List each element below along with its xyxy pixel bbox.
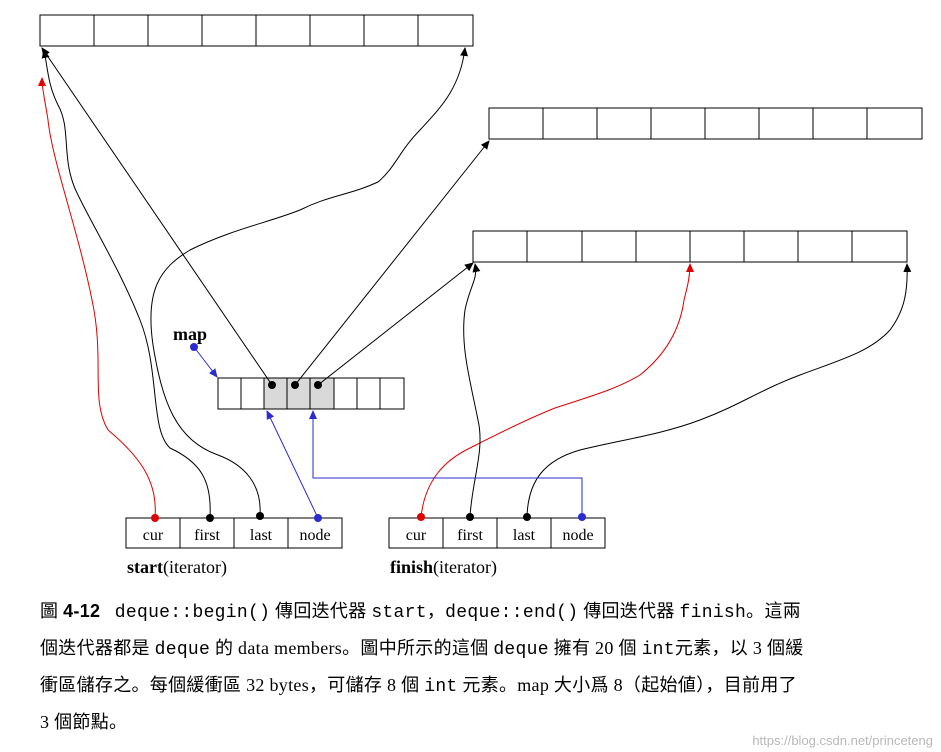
caption-deque-2: deque (493, 640, 549, 660)
caption-text-4: 的 data members。圖中所示的這個 (214, 638, 489, 658)
finish-first-label: first (457, 527, 483, 544)
start-node-dot (314, 514, 322, 522)
buffer-3 (472, 230, 908, 263)
caption-deque-1: deque (154, 640, 211, 660)
caption-text-5: 擁有 20 個 (553, 638, 637, 658)
finish-first-dot (466, 513, 474, 521)
map-array (217, 377, 405, 410)
map-label: map (173, 324, 207, 344)
deque-diagram: map cur first last node start(iterator) … (38, 14, 923, 578)
start-node-pointer (266, 410, 319, 519)
start-cur-label: cur (143, 527, 164, 544)
node-2-pointer (294, 140, 490, 386)
start-first-dot (206, 514, 214, 522)
map-node-dots (268, 381, 322, 389)
node-1-dot (268, 381, 276, 389)
map-pointer-arrow (193, 346, 218, 378)
caption-int-1: int (641, 640, 675, 660)
finish-last-label: last (513, 527, 536, 544)
finish-node-dot (578, 513, 586, 521)
caption-text-3: 。這兩個迭代器都是 (40, 601, 802, 658)
caption-text-7: 元素。map 大小爲 8（起始値），目前用了 3 個節點。 (40, 675, 797, 732)
start-last-pointer (150, 47, 469, 516)
node-1-pointer (41, 47, 273, 386)
node-3-dot (314, 381, 322, 389)
caption-end-call: deque::end() (445, 603, 579, 623)
start-last-label: last (250, 527, 273, 544)
finish-cur-pointer (420, 263, 694, 518)
start-title: start(iterator) (127, 557, 227, 578)
finish-cur-label: cur (406, 527, 427, 544)
finish-iterator: cur first last node finish(iterator) (388, 517, 606, 578)
caption-figure-prefix: 圖 (40, 601, 59, 621)
start-cur-dot (151, 514, 159, 522)
caption-figure-number: 4-12 (63, 601, 101, 621)
finish-last-pointer (526, 263, 912, 518)
watermark: https://blog.csdn.net/princeteng (752, 733, 933, 748)
start-first-pointer (41, 49, 211, 518)
finish-node-label: node (562, 527, 593, 544)
start-cur-pointer (38, 77, 156, 518)
finish-last-dot (523, 513, 531, 521)
caption-comma: ， (426, 601, 446, 621)
caption-finish-name: finish (679, 603, 747, 623)
start-first-label: first (194, 527, 220, 544)
node-2-dot (291, 381, 299, 389)
finish-first-pointer (463, 263, 481, 518)
finish-cur-dot (417, 513, 425, 521)
caption-text-6: 元素，以 3 個緩衝區儲存之。每個緩衝區 32 bytes，可儲存 8 個 (40, 638, 804, 695)
buffer-2 (488, 107, 923, 140)
finish-title: finish(iterator) (390, 557, 497, 578)
caption-text-1: 傳回迭代器 (275, 601, 367, 621)
start-last-dot (256, 512, 264, 520)
caption-text-2: 傳回迭代器 (583, 601, 675, 621)
finish-node-pointer (309, 410, 583, 518)
buffer-1 (39, 14, 474, 47)
caption-begin-call: deque::begin() (114, 603, 271, 623)
start-iterator: cur first last node start(iterator) (125, 517, 343, 578)
node-3-pointer (317, 262, 474, 386)
caption-int-2: int (424, 677, 458, 697)
figure-caption: 圖 4-12 deque::begin() 傳回迭代器 start，deque:… (40, 594, 810, 740)
start-node-label: node (299, 527, 330, 544)
map-node-pointers (41, 47, 490, 386)
caption-start-name: start (371, 603, 427, 623)
